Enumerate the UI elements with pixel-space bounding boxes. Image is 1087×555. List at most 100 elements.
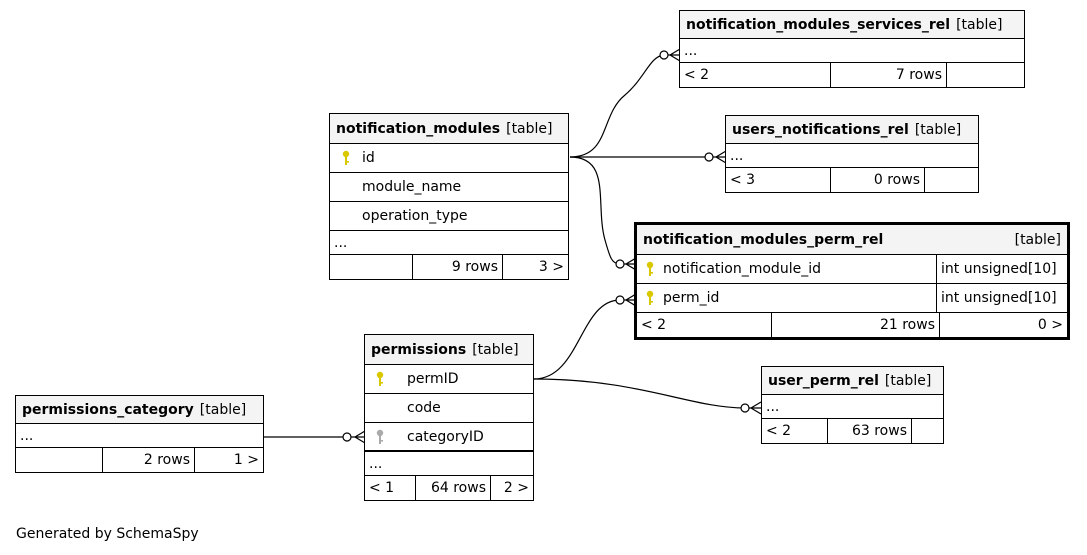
children-count[interactable]: [947, 63, 1024, 87]
table-name: notification_modules_perm_rel: [643, 231, 884, 248]
row-count: 9 rows: [413, 255, 503, 279]
pk-key-icon: [637, 290, 663, 306]
table-name: users_notifications_rel: [732, 121, 909, 138]
more-columns-ellipsis: ...: [330, 231, 568, 255]
parents-count[interactable]: < 1: [365, 476, 416, 500]
table-users-notifications-rel[interactable]: users_notifications_rel [table] ... < 3 …: [725, 115, 979, 193]
children-count[interactable]: [925, 168, 978, 192]
column-name: perm_id: [663, 290, 720, 306]
table-name: user_perm_rel: [768, 372, 879, 389]
table-name: notification_modules_services_rel: [686, 16, 951, 33]
children-count[interactable]: [912, 419, 943, 443]
pk-key-icon: [330, 150, 362, 166]
table-footer: < 2 63 rows: [762, 419, 943, 443]
table-name: permissions: [371, 341, 467, 358]
more-columns-ellipsis: ...: [762, 395, 943, 419]
row-count: 0 rows: [831, 168, 925, 192]
generated-by-label: Generated by SchemaSpy: [16, 526, 199, 542]
table-tag: [table]: [914, 121, 962, 138]
column-row-module-name[interactable]: module_name: [330, 173, 568, 202]
column-name: operation_type: [362, 208, 468, 224]
column-type: int unsigned[10]: [941, 290, 1057, 306]
edge-end-circle: [342, 432, 352, 442]
parents-count[interactable]: [330, 255, 413, 279]
column-name: categoryID: [407, 428, 484, 445]
column-type: int unsigned[10]: [941, 261, 1057, 277]
crow-foot: [668, 48, 681, 62]
table-footer: < 3 0 rows: [726, 168, 978, 192]
table-header: users_notifications_rel [table]: [726, 116, 978, 144]
column-row-permid[interactable]: permID: [365, 365, 533, 394]
table-header: user_perm_rel [table]: [762, 367, 943, 395]
column-name: permID: [407, 371, 459, 387]
more-columns-ellipsis: ...: [365, 452, 533, 476]
children-count[interactable]: 3 >: [538, 259, 564, 275]
crow-foot: [351, 430, 366, 444]
children-count[interactable]: 0 >: [1037, 317, 1063, 333]
table-notification-modules-services-rel[interactable]: notification_modules_services_rel [table…: [679, 10, 1025, 88]
table-footer: < 2 7 rows: [680, 63, 1024, 87]
edge-perm-permrel: [533, 299, 621, 380]
column-name: id: [362, 150, 375, 166]
parents-count[interactable]: [16, 448, 103, 472]
parents-count[interactable]: < 2: [637, 313, 772, 337]
table-permissions[interactable]: permissions [table] permID code category…: [364, 334, 534, 501]
edge-end-circle: [740, 403, 750, 413]
pk-key-icon: [365, 371, 395, 387]
edge-end-circle: [615, 259, 625, 269]
column-name: module_name: [362, 179, 462, 195]
more-columns-ellipsis: ...: [16, 424, 263, 448]
edge-end-circle: [615, 295, 625, 305]
table-tag: [table]: [506, 120, 553, 137]
table-user-perm-rel[interactable]: user_perm_rel [table] ... < 2 63 rows: [761, 366, 944, 444]
parents-count[interactable]: < 3: [726, 168, 831, 192]
table-permissions-category[interactable]: permissions_category [table] ... 2 rows …: [15, 395, 264, 473]
table-header: permissions [table]: [365, 335, 533, 365]
table-tag: [table]: [199, 401, 247, 418]
crow-foot: [713, 150, 727, 164]
table-header: notification_modules [table]: [330, 114, 568, 144]
table-header: notification_modules_perm_rel [table]: [637, 225, 1067, 255]
table-notification-modules[interactable]: notification_modules [table] id module_n…: [329, 113, 569, 280]
parents-count[interactable]: < 2: [680, 63, 831, 87]
more-columns-ellipsis: ...: [680, 39, 1024, 63]
row-count: 63 rows: [828, 419, 912, 443]
more-columns-ellipsis: ...: [726, 144, 978, 168]
row-count: 21 rows: [772, 313, 940, 337]
table-footer: < 1 64 rows 2 >: [365, 476, 533, 500]
column-row-perm-id[interactable]: perm_id int unsigned[10]: [637, 284, 1067, 313]
row-count: 64 rows: [416, 476, 491, 500]
table-tag: [table]: [956, 16, 1003, 33]
column-row-notification-module-id[interactable]: notification_module_id int unsigned[10]: [637, 255, 1067, 284]
table-tag: [table]: [472, 341, 519, 358]
table-header: permissions_category [table]: [16, 396, 263, 424]
table-footer: 2 rows 1 >: [16, 448, 263, 472]
table-notification-modules-perm-rel[interactable]: notification_modules_perm_rel [table] no…: [634, 222, 1070, 340]
table-tag: [table]: [1014, 231, 1061, 248]
edge-nm-permrel: [569, 156, 621, 265]
parents-count[interactable]: < 2: [762, 419, 828, 443]
children-count[interactable]: 1 >: [233, 452, 259, 468]
column-row-categoryid[interactable]: categoryID: [365, 423, 533, 452]
column-row-operation-type[interactable]: operation_type: [330, 202, 568, 231]
fk-key-icon: [365, 429, 395, 445]
column-row-code[interactable]: code: [365, 394, 533, 423]
table-name: notification_modules: [336, 120, 501, 137]
crow-foot: [749, 401, 762, 415]
table-name: permissions_category: [22, 401, 194, 418]
column-name: notification_module_id: [663, 261, 821, 277]
table-header: notification_modules_services_rel [table…: [680, 11, 1024, 39]
children-count[interactable]: 2 >: [503, 480, 529, 496]
row-count: 7 rows: [831, 63, 947, 87]
row-count: 2 rows: [103, 448, 195, 472]
edge-end-circle: [659, 50, 669, 60]
edge-perm-userperm: [533, 378, 746, 409]
edge-end-circle: [704, 152, 714, 162]
column-row-id[interactable]: id: [330, 144, 568, 173]
column-name: code: [407, 400, 441, 416]
pk-key-icon: [637, 261, 663, 277]
table-footer: 9 rows 3 >: [330, 255, 568, 279]
edge-nm-services: [569, 54, 665, 158]
table-footer: < 2 21 rows 0 >: [637, 313, 1067, 337]
table-tag: [table]: [884, 372, 932, 389]
